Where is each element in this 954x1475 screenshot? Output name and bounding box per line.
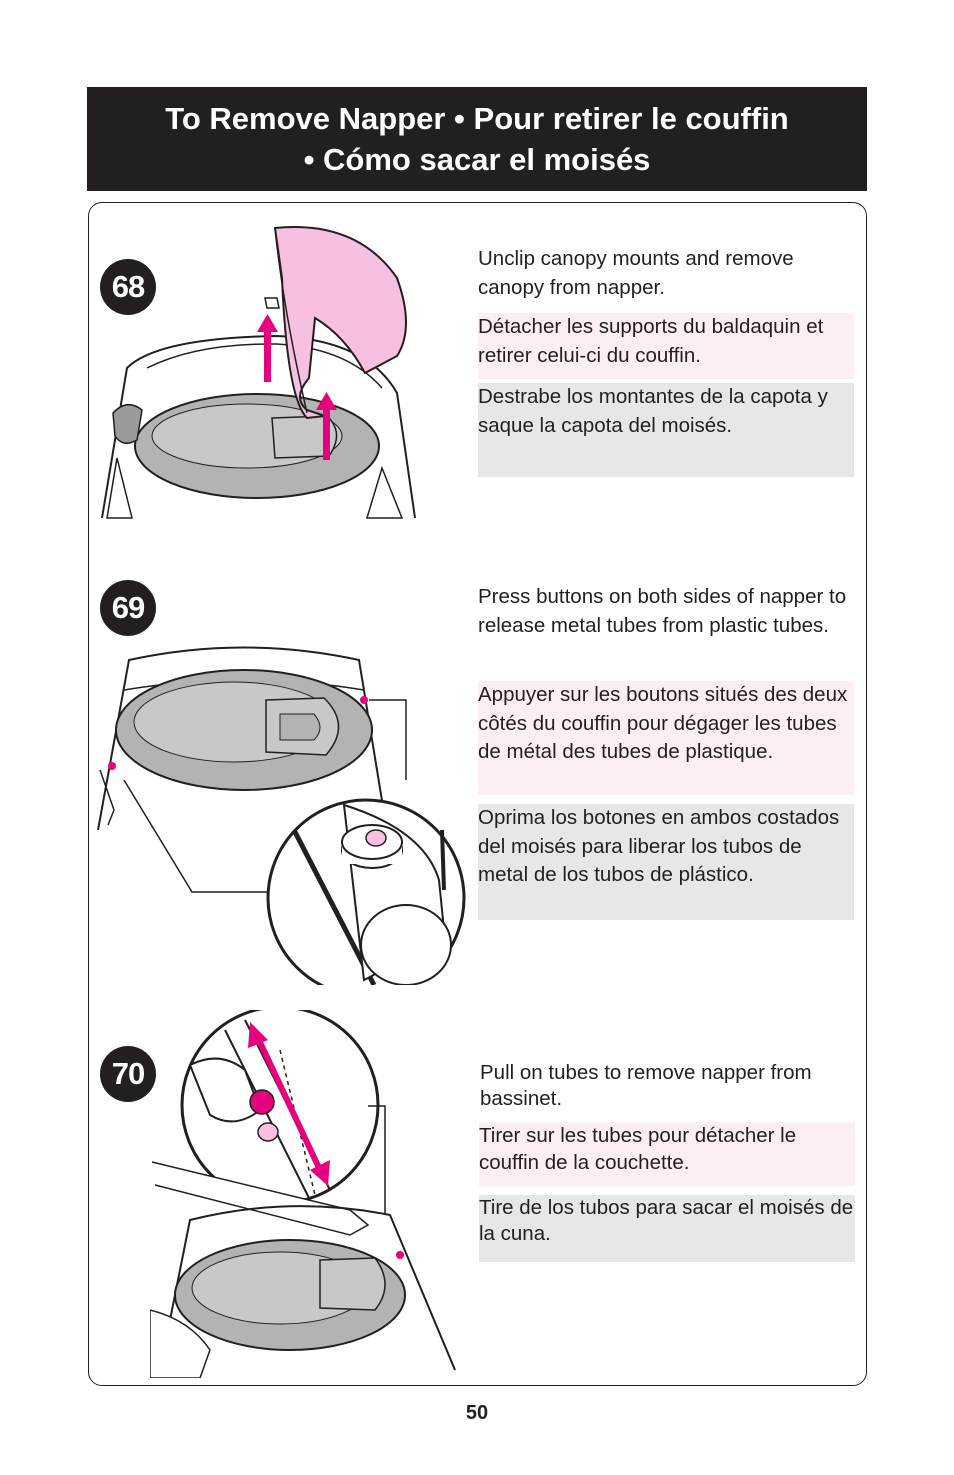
step-68-spanish-text: Destrabe los montantes de la capota y sa…	[478, 383, 854, 477]
step-69-spanish-text: Oprima los botones en ambos costados del…	[478, 804, 854, 920]
instructions-panel	[88, 202, 867, 1386]
canopy-removal-illustration	[101, 226, 416, 519]
step-69-english-text: Press buttons on both sides of napper to…	[478, 585, 847, 637]
step-68-french-text: Détacher les supports du baldaquin et re…	[478, 313, 854, 379]
pull-tubes-illustration	[150, 1010, 456, 1378]
page-number: 50	[465, 1402, 489, 1424]
step-number-70: 70	[100, 1046, 156, 1102]
step-number-68: 68	[100, 259, 156, 315]
release-buttons-illustration	[97, 646, 466, 985]
section-title-line-1: To Remove Napper • Pour retirer le couff…	[165, 101, 789, 136]
step-number-69: 69	[100, 580, 156, 636]
step-70-french-text: Tirer sur les tubes pour détacher le cou…	[479, 1122, 855, 1186]
step-68-english-text: Unclip canopy mounts and remove canopy f…	[478, 247, 794, 299]
section-title-banner: To Remove Napper • Pour retirer le couff…	[87, 87, 867, 191]
step-70-english-text: Pull on tubes to remove napper from bass…	[480, 1061, 812, 1110]
step-69-french-text: Appuyer sur les boutons situés des deux …	[478, 681, 854, 795]
section-title-line-2: • Cómo sacar el moisés	[303, 142, 651, 177]
step-70-spanish-text: Tire de los tubos para sacar el moisés d…	[479, 1195, 855, 1262]
